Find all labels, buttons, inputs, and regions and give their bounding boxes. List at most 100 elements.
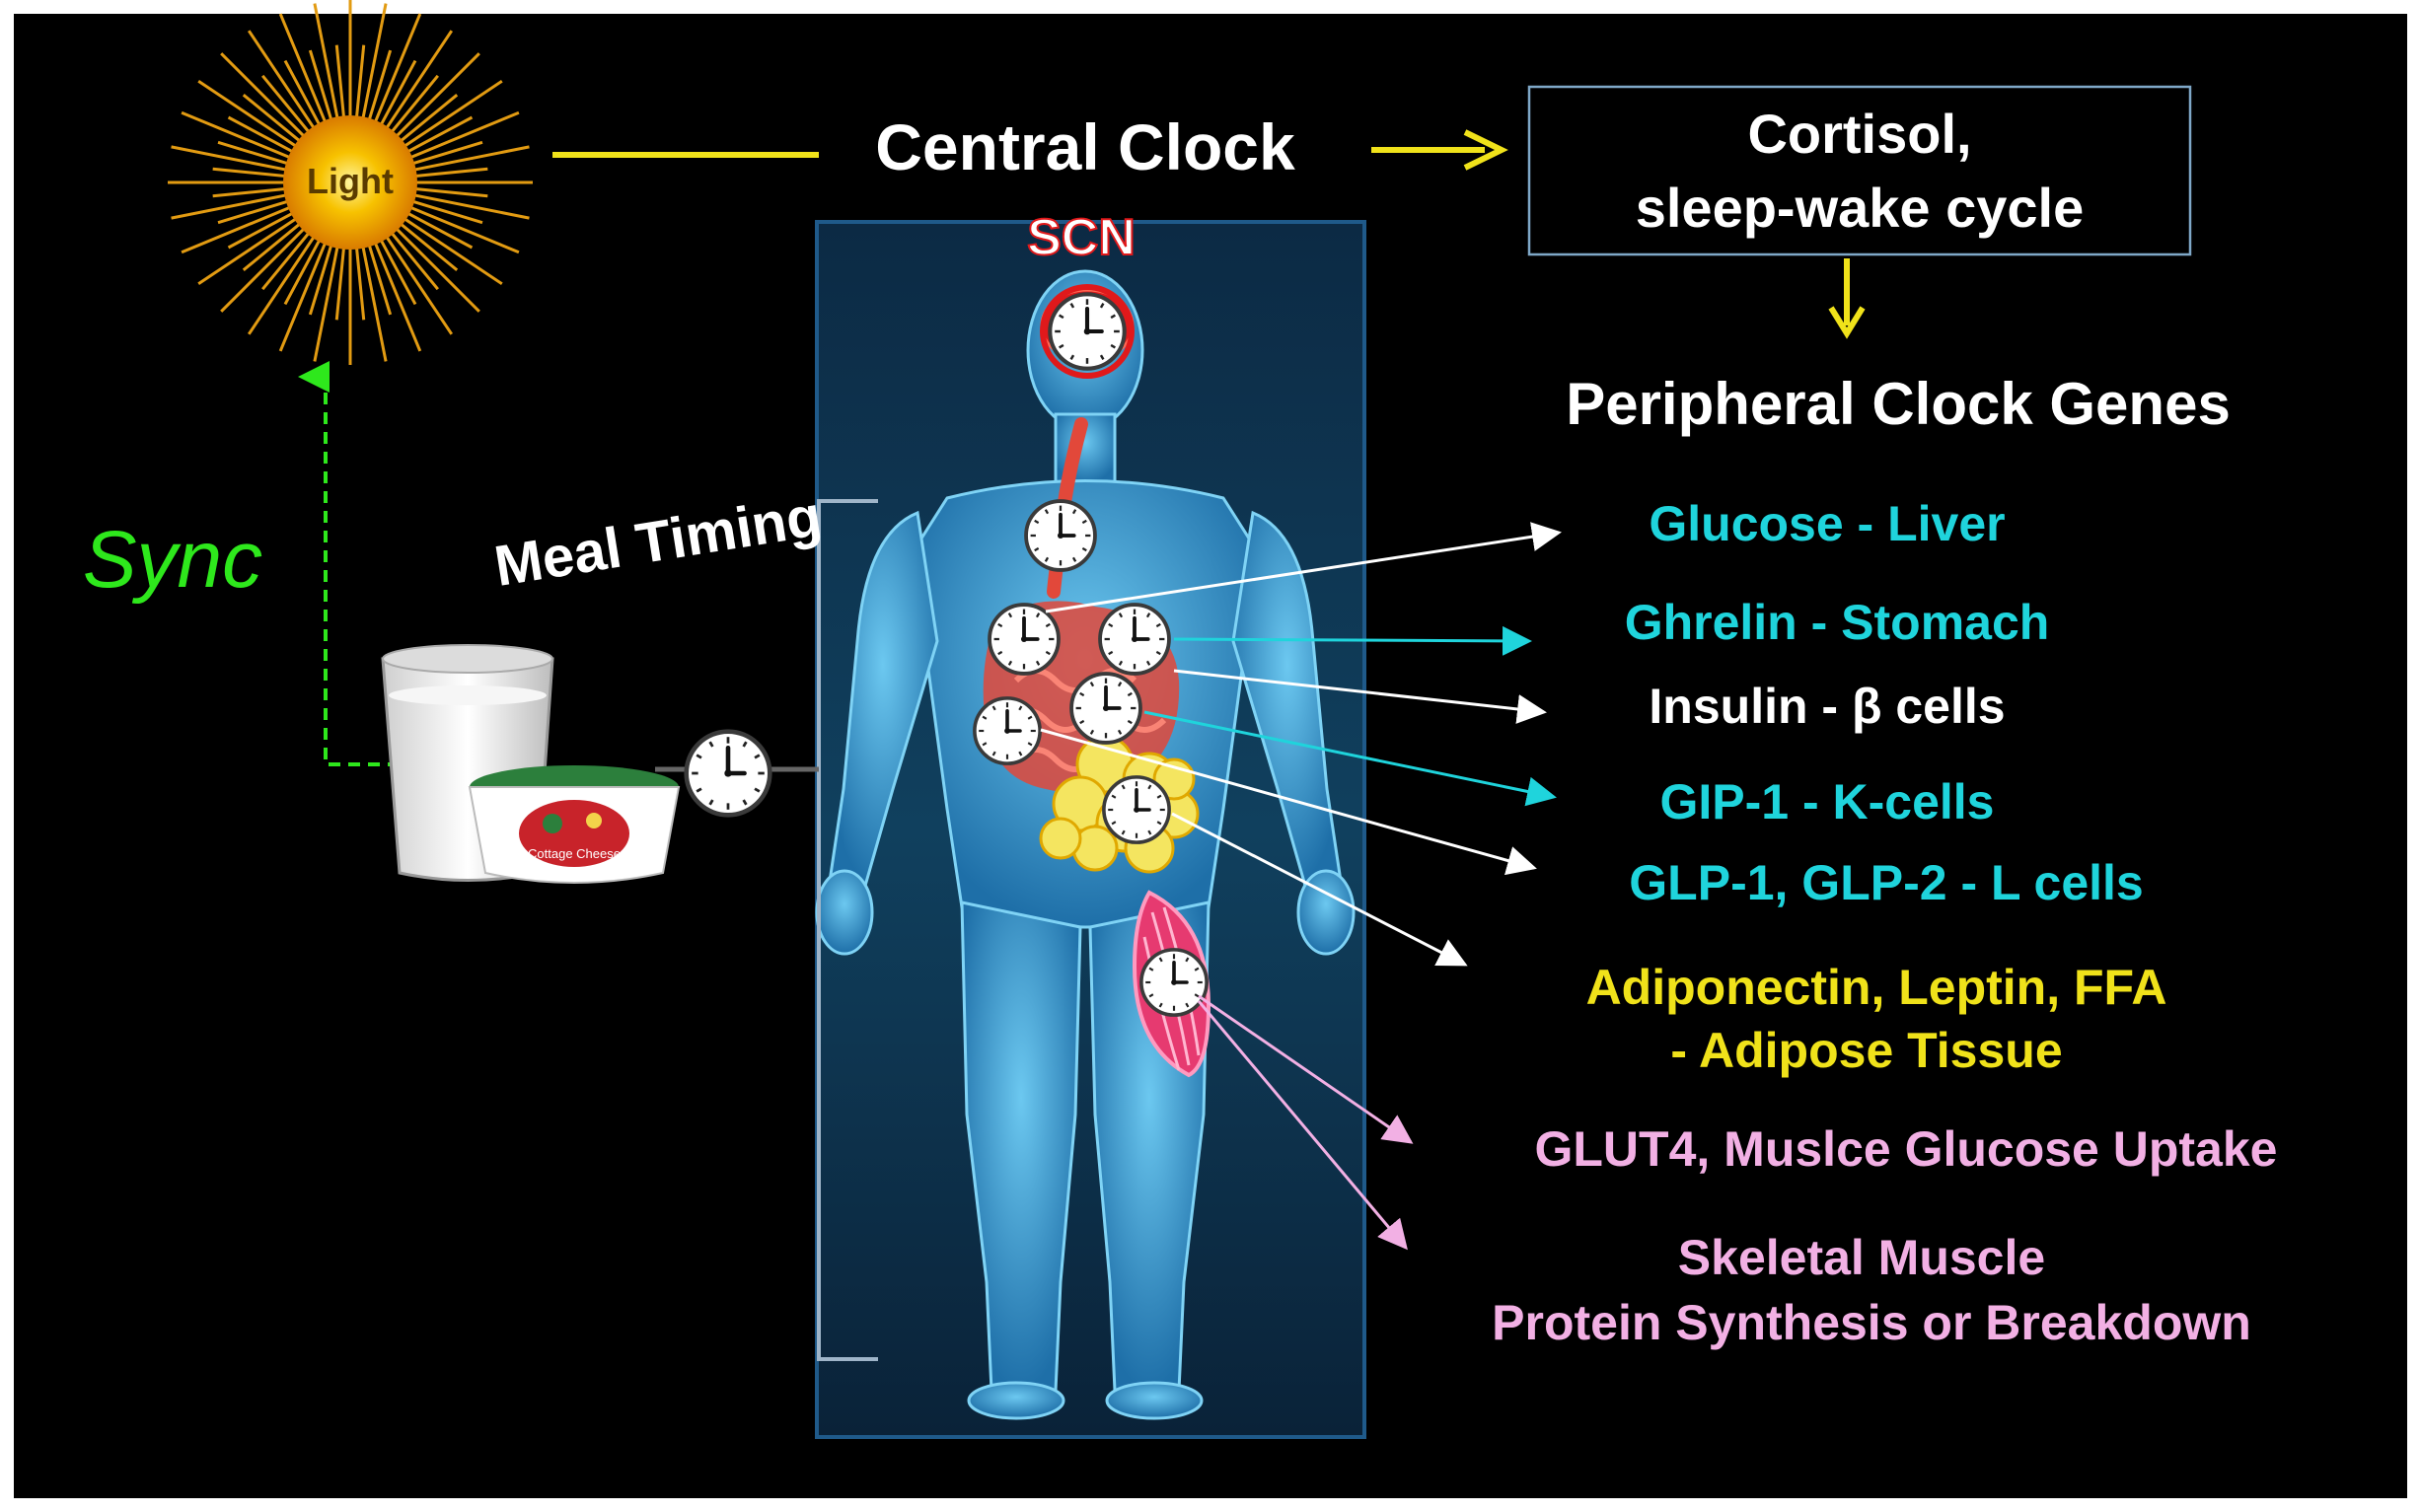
clock-icon-adipose bbox=[1102, 775, 1171, 844]
arrow-adipose bbox=[1171, 812, 1468, 967]
cortisol-to-peripheral-arrow bbox=[1828, 258, 1866, 339]
sun-ray bbox=[278, 13, 330, 129]
milk-and-cottage-cheese-icon: Cottage Cheese bbox=[381, 644, 681, 884]
arrow-skeletal bbox=[1197, 1000, 1408, 1251]
sun-ray bbox=[354, 44, 366, 124]
insulin-beta-label: Insulin - β cells bbox=[1649, 679, 2005, 734]
arrow-insulin bbox=[1173, 669, 1547, 724]
sun-ray bbox=[391, 223, 480, 313]
glut4-label: GLUT4, Muslce Glucose Uptake bbox=[1535, 1121, 2278, 1177]
sun-ray bbox=[360, 3, 388, 125]
arrow-gip bbox=[1143, 710, 1557, 807]
sun-ray bbox=[217, 140, 295, 168]
sun-ray bbox=[354, 241, 366, 321]
sun-ray bbox=[405, 197, 483, 225]
sun-ray bbox=[197, 214, 302, 286]
protein-synthesis-label: Protein Synthesis or Breakdown bbox=[1492, 1295, 2251, 1350]
sun-ray bbox=[376, 234, 417, 306]
adiponectin-label: Adiponectin, Leptin, FFA bbox=[1586, 960, 2167, 1015]
arrow-ghrelin bbox=[1173, 625, 1532, 656]
ghrelin-stomach-label: Ghrelin - Stomach bbox=[1625, 595, 2050, 650]
sun-ray bbox=[283, 234, 325, 306]
sun-ray bbox=[382, 30, 454, 134]
cortisol-label: Cortisol, bbox=[1747, 103, 1971, 165]
sun-ray bbox=[220, 223, 310, 313]
sun-ray bbox=[181, 203, 297, 254]
sun-ray bbox=[371, 236, 422, 352]
arrow-glp bbox=[1040, 728, 1537, 876]
sun-ray bbox=[313, 240, 340, 362]
sun-ray bbox=[220, 52, 310, 142]
human-body-icon: SCN bbox=[815, 208, 1366, 1439]
scn-label: SCN bbox=[1027, 209, 1136, 266]
sun-ray bbox=[181, 110, 297, 162]
clock-icon-muscle bbox=[1139, 948, 1209, 1017]
clock-icon-meal bbox=[687, 732, 770, 816]
sun-ray bbox=[313, 3, 340, 125]
sun-ray bbox=[261, 74, 315, 138]
adipose-tissue-label: - Adipose Tissue bbox=[1670, 1023, 2062, 1078]
peripheral-clock-genes-title: Peripheral Clock Genes bbox=[1566, 371, 2231, 437]
sun-ray bbox=[197, 79, 302, 151]
sun-ray bbox=[365, 49, 393, 127]
sun-rays bbox=[168, 0, 533, 365]
organ-arrows bbox=[1040, 522, 1562, 1251]
sun-ray bbox=[402, 115, 474, 157]
sun-ray bbox=[334, 44, 346, 124]
scn-clock-ring bbox=[1040, 284, 1135, 379]
cortisol-box bbox=[1527, 85, 2192, 256]
sun-ray bbox=[227, 208, 299, 250]
sync-arrow bbox=[298, 361, 400, 766]
sync-label: Sync bbox=[83, 515, 262, 605]
glp-l-label: GLP-1, GLP-2 - L cells bbox=[1629, 855, 2143, 910]
sun-ray bbox=[171, 145, 293, 173]
clock-icon-intestine bbox=[973, 696, 1042, 765]
clock-icon-stomach-right bbox=[1098, 603, 1171, 676]
arrow-glut4 bbox=[1198, 994, 1414, 1144]
sun-ray bbox=[242, 94, 306, 147]
meal-bracket bbox=[817, 499, 878, 1361]
sun-ray bbox=[365, 238, 393, 316]
sun-ray bbox=[212, 167, 292, 179]
arrow-glucose-liver bbox=[1045, 522, 1562, 613]
sun-ray bbox=[391, 52, 480, 142]
glucose-liver-label: Glucose - Liver bbox=[1649, 496, 2005, 551]
sun-ray bbox=[247, 231, 319, 335]
sun-ray bbox=[283, 59, 325, 131]
sun-ray bbox=[402, 208, 474, 250]
sun-ray bbox=[404, 110, 520, 162]
central-to-cortisol-arrow bbox=[1371, 129, 1508, 171]
sun-icon: Light bbox=[168, 0, 533, 365]
clock-icon-scn bbox=[1050, 294, 1124, 368]
sun-ray bbox=[408, 186, 488, 198]
sun-disc bbox=[283, 115, 417, 250]
sun-ray bbox=[217, 197, 295, 225]
clock-icon-pancreas bbox=[1069, 672, 1142, 745]
sun-ray bbox=[261, 227, 315, 291]
sun-ray bbox=[371, 13, 422, 129]
clock-icon-stomach-left bbox=[988, 603, 1061, 676]
sun-ray bbox=[404, 203, 520, 254]
skeletal-muscle-label: Skeletal Muscle bbox=[1678, 1230, 2045, 1285]
sleep-wake-label: sleep-wake cycle bbox=[1636, 177, 2085, 239]
sun-ray bbox=[247, 30, 319, 134]
sun-ray bbox=[171, 192, 293, 220]
sun-ray bbox=[395, 94, 459, 147]
sun-ray bbox=[408, 167, 488, 179]
sun-ray bbox=[399, 214, 503, 286]
sun-ray bbox=[308, 238, 335, 316]
clock-icon-liver bbox=[1024, 499, 1097, 572]
sun-ray bbox=[308, 49, 335, 127]
gip-k-label: GIP-1 - K-cells bbox=[1660, 774, 1995, 829]
sun-ray bbox=[278, 236, 330, 352]
sun-ray bbox=[334, 241, 346, 321]
sun-ray bbox=[376, 59, 417, 131]
sun-ray bbox=[382, 231, 454, 335]
sun-ray bbox=[407, 192, 530, 220]
sun-ray bbox=[386, 227, 439, 291]
cottage-cheese-text: Cottage Cheese bbox=[528, 846, 621, 861]
sun-ray bbox=[212, 186, 292, 198]
sun-ray bbox=[395, 218, 459, 271]
sun-ray bbox=[227, 115, 299, 157]
